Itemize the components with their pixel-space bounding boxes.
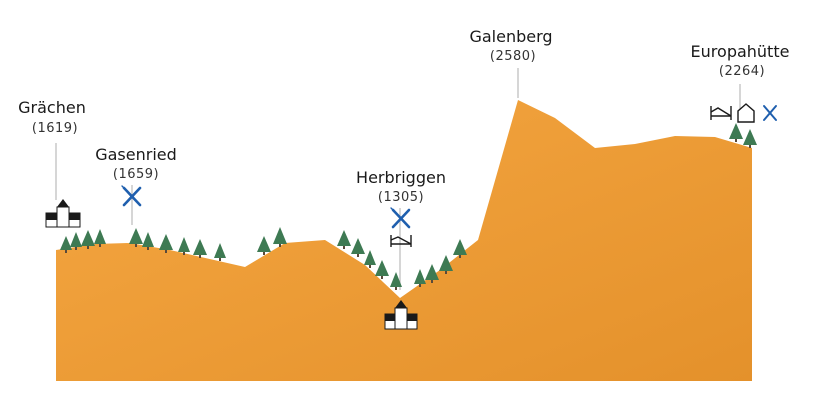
terrain-profile — [56, 100, 752, 381]
place-label-europahuette: Europahütte (2264) — [691, 42, 790, 79]
place-name: Grächen — [18, 98, 86, 117]
fork-knife-icon — [390, 207, 411, 229]
tree-icon — [273, 227, 287, 247]
fork-knife-icon — [763, 105, 777, 121]
place-name: Gasenried — [95, 145, 177, 164]
place-label-galenberg: Galenberg (2580) — [469, 27, 552, 64]
village-icon — [384, 300, 418, 330]
leader-lines — [55, 68, 741, 290]
village-icon — [45, 199, 81, 228]
tree-icon — [257, 236, 271, 255]
hut-icon — [737, 103, 755, 123]
tree-icon — [193, 239, 207, 258]
tree-icon — [70, 232, 82, 250]
tree-icon — [390, 272, 402, 290]
tree-icon — [129, 228, 143, 247]
place-altitude: (2580) — [490, 49, 536, 64]
place-altitude: (1659) — [113, 167, 159, 182]
place-altitude: (1619) — [32, 121, 78, 136]
place-label-herbriggen: Herbriggen (1305) — [356, 168, 446, 205]
place-altitude: (2264) — [719, 64, 765, 79]
bed-icon — [710, 106, 732, 120]
tree-icon — [178, 237, 190, 255]
fork-knife-icon — [121, 185, 142, 207]
tree-icon — [729, 123, 743, 142]
tree-icon — [414, 269, 426, 287]
tree-icon — [375, 260, 389, 279]
place-altitude: (1305) — [378, 190, 424, 205]
tree-icon — [425, 264, 439, 283]
tree-icon — [453, 239, 467, 258]
place-name: Herbriggen — [356, 168, 446, 187]
place-name: Europahütte — [691, 42, 790, 61]
tree-icon — [351, 238, 365, 257]
tree-icon — [142, 232, 154, 250]
tree-icon — [364, 250, 376, 268]
tree-icon — [439, 255, 453, 274]
place-name: Galenberg — [469, 27, 552, 46]
place-label-gasenried: Gasenried (1659) — [95, 145, 177, 182]
place-label-graechen: Grächen (1619) — [18, 98, 86, 136]
bed-icon — [390, 235, 412, 247]
tree-icon — [60, 236, 72, 253]
tree-icon — [743, 129, 757, 148]
tree-icon — [214, 243, 226, 261]
tree-group — [60, 123, 757, 290]
tree-icon — [81, 230, 95, 249]
tree-icon — [94, 229, 106, 247]
tree-icon — [159, 234, 173, 253]
tree-icon — [337, 230, 351, 249]
